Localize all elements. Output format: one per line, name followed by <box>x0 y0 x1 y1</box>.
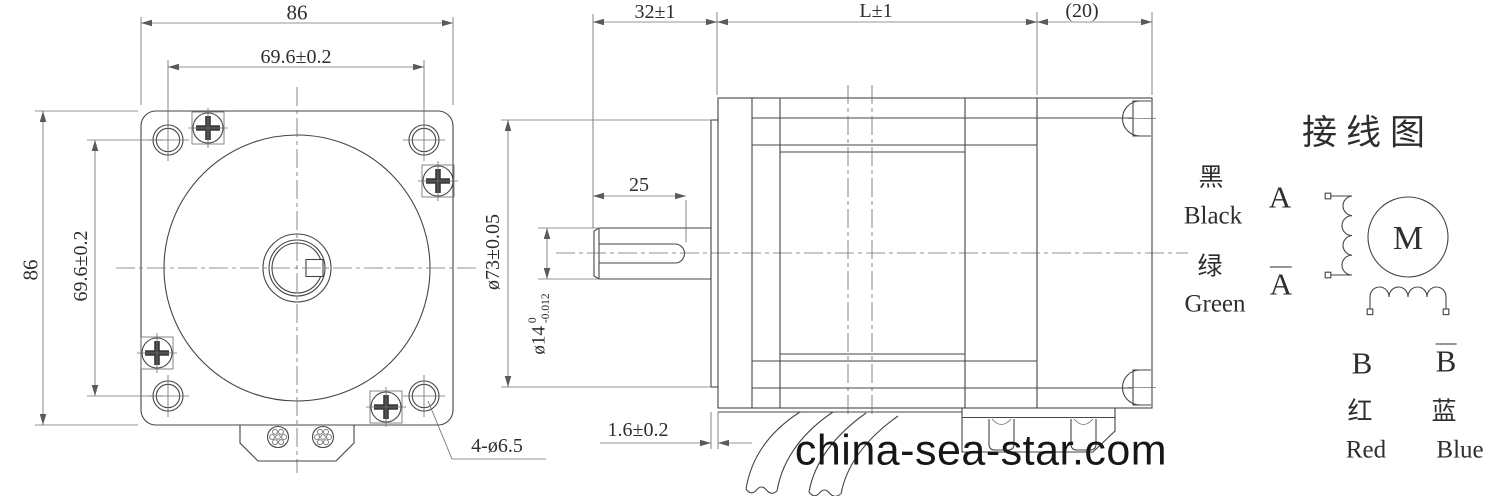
terminal-a-bar-label: A <box>1269 266 1293 302</box>
front-view-drawing <box>116 87 478 473</box>
dim-body-length-label: L±1 <box>859 0 893 22</box>
lead-b-bar-color-cn: 蓝 <box>1431 398 1457 426</box>
motor-circle <box>1367 196 1449 278</box>
terminal-block <box>718 408 1116 453</box>
assembly-screw <box>418 161 458 201</box>
terminal-b-bar <box>1442 308 1450 316</box>
assembly-screw <box>366 387 406 427</box>
dim-pilot-boss-height-label: 1.6±0.2 <box>607 419 669 441</box>
motor-body-outline <box>717 97 1153 409</box>
lead-b-color-en: Red <box>1345 436 1387 464</box>
terminal-a-bar <box>1324 271 1332 279</box>
dim-front-bolt-pitch-v-label: 69.6±0.2 <box>70 230 92 302</box>
watermark-text: china-sea-star.com <box>794 426 1168 475</box>
terminal-b-label: B <box>1351 345 1373 381</box>
mounting-hole <box>403 375 445 417</box>
lead-b-bar-color-en: Blue <box>1436 436 1484 464</box>
side-view-drawing <box>556 85 1188 496</box>
terminal-a <box>1324 192 1332 200</box>
assembly-screw <box>137 333 177 373</box>
front-connector <box>239 425 355 462</box>
terminal-b-bar-label: B <box>1435 343 1457 379</box>
lead-a-bar-color-en: Green <box>1184 290 1246 318</box>
motor-shaft <box>593 227 711 280</box>
terminal-b <box>1366 308 1374 316</box>
motor-symbol-label: M <box>1392 220 1424 257</box>
shaft-diameter-tolerance: 0-0.012 <box>527 293 552 324</box>
shaft-flat <box>599 243 686 264</box>
terminal-a-label: A <box>1268 179 1292 215</box>
phase-a-coil <box>1341 195 1353 276</box>
rear-screw <box>1121 369 1156 406</box>
dim-front-height-label: 86 <box>18 259 43 281</box>
dim-front-width-label: 86 <box>286 0 308 25</box>
dim-front-bolt-pitch-h-label: 69.6±0.2 <box>260 46 332 68</box>
lead-a-color-en: Black <box>1183 202 1243 230</box>
lead-a-bar-color-cn: 绿 <box>1197 253 1223 281</box>
wiring-diagram-title: 接线图 <box>1301 113 1435 153</box>
lead-a-color-cn: 黑 <box>1198 164 1224 192</box>
dim-pilot-diameter-label: ø73±0.05 <box>482 214 504 290</box>
lead-b-color-cn: 红 <box>1347 398 1373 426</box>
phase-b-coil <box>1369 286 1447 298</box>
callout-mounting-holes-label: 4-ø6.5 <box>471 435 523 457</box>
dimension-lines <box>35 12 1153 460</box>
dim-rear-cap-length-label: (20) <box>1065 0 1099 22</box>
dim-shaft-flat-length-label: 25 <box>629 174 649 196</box>
assembly-screw <box>188 108 228 148</box>
rear-screw <box>1121 100 1156 137</box>
wiring-diagram-symbol <box>1324 192 1450 316</box>
dim-shaft-extension-label: 32±1 <box>634 1 676 23</box>
shaft-diameter-value: ø14 <box>528 326 550 355</box>
